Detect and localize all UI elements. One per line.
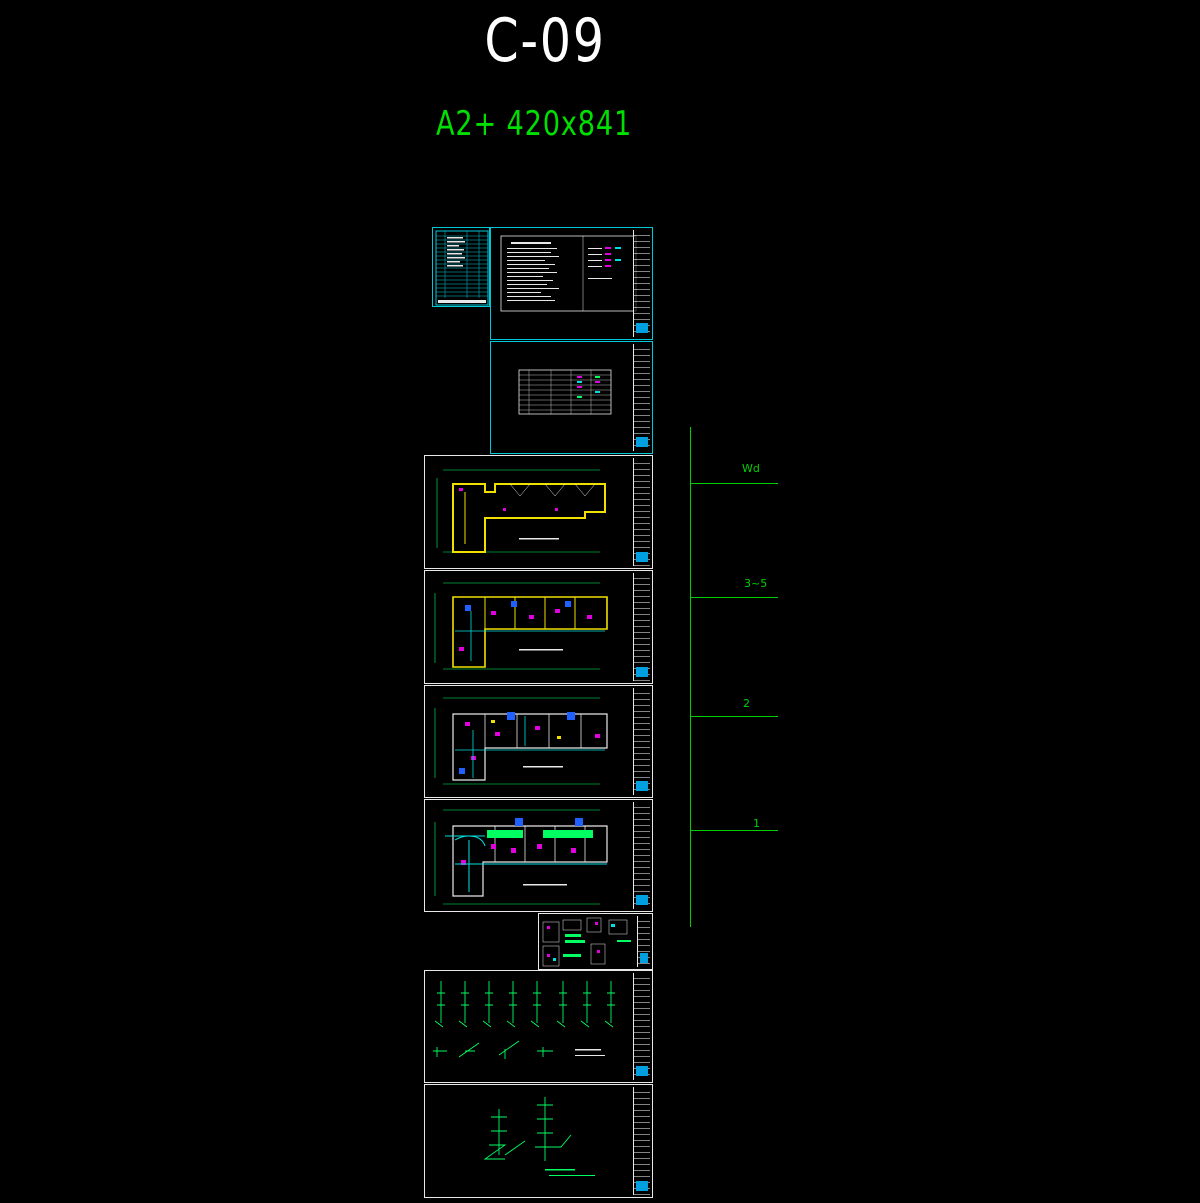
floor-2-plan-graphic xyxy=(434,697,608,785)
floor-3-5-plan-graphic xyxy=(434,582,608,670)
detail-plan-graphic xyxy=(542,917,631,967)
title-block xyxy=(633,458,650,566)
level-line-3-5 xyxy=(690,597,778,598)
level-line-2 xyxy=(690,716,778,717)
system-diagram-sheet[interactable] xyxy=(424,1084,653,1198)
title-block xyxy=(633,1087,650,1195)
floor-1-plan-graphic xyxy=(434,809,608,905)
level-label-2: 2 xyxy=(743,697,750,710)
paper-size-label: A2+ 420x841 xyxy=(436,104,633,144)
title-block xyxy=(633,344,650,451)
drawing-set-title: C-09 xyxy=(484,6,606,76)
level-line-roof xyxy=(690,483,778,484)
index-table-graphic xyxy=(435,230,489,306)
system-diagram-graphic xyxy=(483,1097,595,1176)
riser-diagram-sheet[interactable] xyxy=(424,970,653,1083)
title-block xyxy=(633,688,650,795)
floor-3-5-plan-sheet[interactable] xyxy=(424,570,653,684)
materials-table-graphic xyxy=(518,369,612,415)
title-block xyxy=(633,573,650,681)
title-block xyxy=(633,802,650,909)
detail-plan-sheet[interactable] xyxy=(538,913,653,970)
level-label-1: 1 xyxy=(753,817,760,830)
floor-2-plan-sheet[interactable] xyxy=(424,685,653,798)
title-block xyxy=(633,230,650,337)
level-axis-line xyxy=(690,427,691,927)
title-block xyxy=(637,916,650,967)
level-label-roof: Wd xyxy=(742,462,760,475)
roof-plan-graphic xyxy=(436,469,606,553)
drawing-index-sheet[interactable] xyxy=(432,227,490,307)
materials-legend-sheet[interactable] xyxy=(490,341,653,454)
level-line-1 xyxy=(690,830,778,831)
floor-1-plan-sheet[interactable] xyxy=(424,799,653,912)
roof-plan-sheet[interactable] xyxy=(424,455,653,569)
design-notes-sheet[interactable] xyxy=(490,227,653,340)
level-label-3-5: 3~5 xyxy=(744,577,768,590)
title-block xyxy=(633,973,650,1080)
riser-diagram-graphic xyxy=(433,981,615,1059)
design-notes-graphic xyxy=(500,235,637,312)
